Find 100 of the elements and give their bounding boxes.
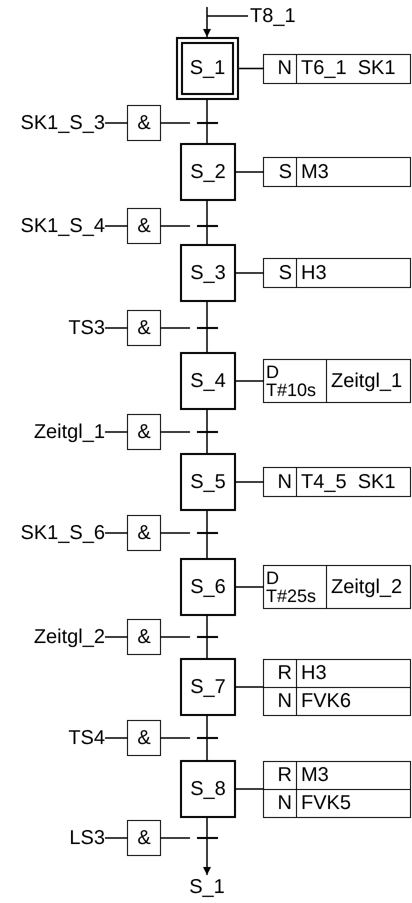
input-signal-label: TS4 xyxy=(68,726,105,750)
connector-line xyxy=(239,68,263,70)
and-symbol: & xyxy=(137,726,151,750)
connector-line xyxy=(236,380,263,382)
connector-line xyxy=(206,227,208,244)
connector-line xyxy=(206,100,208,122)
action-name: H3 xyxy=(296,660,410,687)
step-box xyxy=(180,244,236,302)
action-name: M3 xyxy=(296,762,410,789)
connector-line xyxy=(161,532,190,534)
connector-line xyxy=(206,433,208,453)
step-box xyxy=(180,143,236,201)
connector-line xyxy=(206,534,208,558)
action-block xyxy=(263,157,411,187)
connector-line xyxy=(105,225,127,227)
action-block xyxy=(263,258,411,288)
and-gate-box xyxy=(127,515,161,551)
connector-line xyxy=(161,225,190,227)
and-symbol: & xyxy=(137,826,151,850)
connector-line xyxy=(161,636,190,638)
action-name: FVK6 xyxy=(296,687,410,714)
and-symbol: & xyxy=(137,626,151,648)
connector-line xyxy=(236,586,263,588)
step-label: S_3 xyxy=(190,262,226,284)
connector-line xyxy=(206,124,208,143)
initial-step-box xyxy=(176,37,239,100)
step-box xyxy=(180,352,236,410)
and-gate-box xyxy=(127,208,161,244)
action-name: M3 xyxy=(296,158,410,186)
step-label: S_4 xyxy=(190,370,226,392)
step-box xyxy=(180,558,236,616)
incoming-step-label: T8_1 xyxy=(250,4,296,28)
action-qualifier: S xyxy=(278,160,293,184)
step-label: S_1 xyxy=(190,57,226,80)
action-block xyxy=(263,658,411,716)
connector-line xyxy=(236,788,263,790)
input-signal-label: Zeitgl_2 xyxy=(34,626,105,648)
connector-line xyxy=(206,329,208,352)
connector-line xyxy=(206,410,208,431)
and-gate-box xyxy=(127,820,161,856)
connector-line xyxy=(206,638,208,658)
action-name: H3 xyxy=(296,259,410,287)
action-block xyxy=(263,359,411,403)
connector-line xyxy=(206,511,208,532)
input-signal-label: SK1_S_4 xyxy=(20,214,105,238)
action-name: T4_5 SK1 xyxy=(296,468,410,496)
connector-line xyxy=(206,716,208,737)
and-symbol: & xyxy=(137,112,151,134)
step-box xyxy=(180,760,236,818)
and-gate-box xyxy=(127,105,161,141)
and-gate-box xyxy=(127,619,161,655)
action-block xyxy=(263,54,411,84)
and-gate-box xyxy=(127,720,161,756)
action-block xyxy=(263,467,411,497)
connector-line xyxy=(236,272,263,274)
action-qualifier: N xyxy=(264,687,296,714)
and-symbol: & xyxy=(137,420,151,444)
and-gate-box xyxy=(127,310,161,346)
connector-line xyxy=(236,171,263,173)
input-signal-label: LS3 xyxy=(69,826,105,850)
step-box xyxy=(180,453,236,511)
action-qualifier: N xyxy=(276,56,293,81)
connector-line xyxy=(206,302,208,327)
action-qualifier: S xyxy=(278,260,293,286)
connector-line xyxy=(236,481,263,483)
arrow xyxy=(203,839,211,875)
and-gate-box xyxy=(127,414,161,450)
connector-line xyxy=(236,686,263,688)
connector-line xyxy=(206,739,208,760)
input-signal-label: SK1_S_6 xyxy=(20,522,105,544)
action-block xyxy=(263,565,411,609)
action-name: Zeitgl_1 xyxy=(326,360,410,402)
action-qualifier: D T#10s xyxy=(265,361,318,402)
connector-line xyxy=(206,818,208,837)
connector-line xyxy=(105,532,127,534)
action-qualifier: D T#25s xyxy=(265,567,318,608)
step-box xyxy=(180,658,236,716)
and-symbol: & xyxy=(137,316,151,340)
connector-line xyxy=(105,837,127,839)
arrow xyxy=(203,6,249,38)
connector-line xyxy=(206,201,208,225)
connector-line xyxy=(161,122,190,124)
connector-line xyxy=(105,327,127,329)
connector-line xyxy=(161,737,190,739)
step-label: S_8 xyxy=(190,778,226,800)
connector-line xyxy=(105,122,127,124)
action-name: FVK5 xyxy=(296,789,410,816)
connector-line xyxy=(161,837,190,839)
and-symbol: & xyxy=(137,214,151,238)
connector-line xyxy=(105,431,127,433)
input-signal-label: Zeitgl_1 xyxy=(34,420,105,444)
action-qualifier: N xyxy=(276,470,293,494)
step-label: S_7 xyxy=(190,676,226,698)
input-signal-label: TS3 xyxy=(68,316,105,340)
action-name: Zeitgl_2 xyxy=(326,566,410,608)
connector-line xyxy=(161,327,190,329)
connector-line xyxy=(105,737,127,739)
connector-line xyxy=(161,431,190,433)
and-symbol: & xyxy=(137,522,151,544)
step-label: S_2 xyxy=(190,160,226,184)
